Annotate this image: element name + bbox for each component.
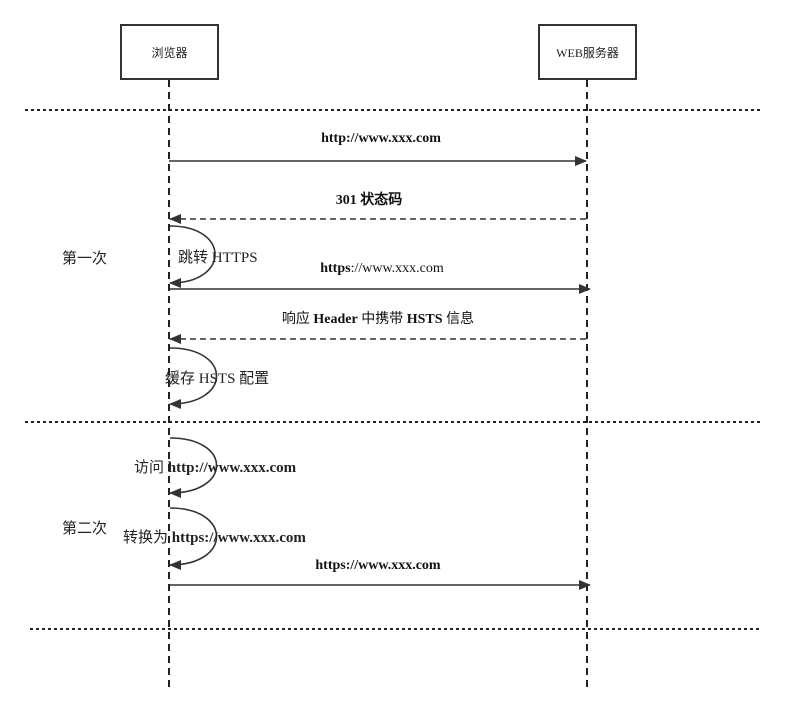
self-visit-http-prefix: 访问 (134, 459, 168, 476)
actor-browser: 浏览器 (120, 24, 219, 80)
message-http-request-label: http://www.xxx.com (321, 131, 441, 146)
message-hsts-response-label: 响应 Header 中携带 HSTS 信息 (282, 310, 474, 327)
self-visit-http-url: http://www.xxx.com (168, 460, 297, 476)
self-visit-http-label: 访问 http://www.xxx.com (134, 459, 297, 476)
self-cache-hsts-label: 缓存 HSTS 配置 (165, 370, 269, 387)
self-convert-https-prefix: 转换为 (123, 529, 172, 546)
message-hsts-keyword: HSTS (407, 312, 443, 327)
self-cache-hsts-arc (169, 347, 218, 409)
self-convert-https-url: https://www.xxx.com (172, 530, 307, 546)
message-hsts-suffix: 信息 (443, 310, 475, 327)
self-redirect-https-arc (169, 225, 216, 288)
self-convert-https-arc (169, 507, 218, 570)
actor-server-label: WEB服务器 (556, 45, 619, 60)
actor-server: WEB服务器 (538, 24, 637, 80)
self-convert-https-label: 转换为 https://www.xxx.com (123, 529, 306, 546)
self-visit-http-arc (169, 437, 218, 498)
message-https-direct-label: https://www.xxx.com (315, 558, 441, 573)
self-redirect-https-label: 跳转 HTTPS (178, 249, 258, 266)
phase-second-label: 第二次 (62, 519, 107, 537)
message-301-label: 301 状态码 (336, 191, 403, 208)
message-https-host: ://www.xxx.com (351, 261, 444, 276)
actor-browser-label: 浏览器 (151, 45, 187, 60)
message-hsts-prefix: 响应 (282, 310, 314, 327)
phase-first-label: 第一次 (62, 249, 107, 267)
message-https-scheme: https (320, 261, 351, 276)
message-hsts-header: Header (313, 312, 357, 327)
message-https-request-label: https://www.xxx.com (320, 261, 444, 276)
message-hsts-mid: 中携带 (358, 311, 407, 327)
